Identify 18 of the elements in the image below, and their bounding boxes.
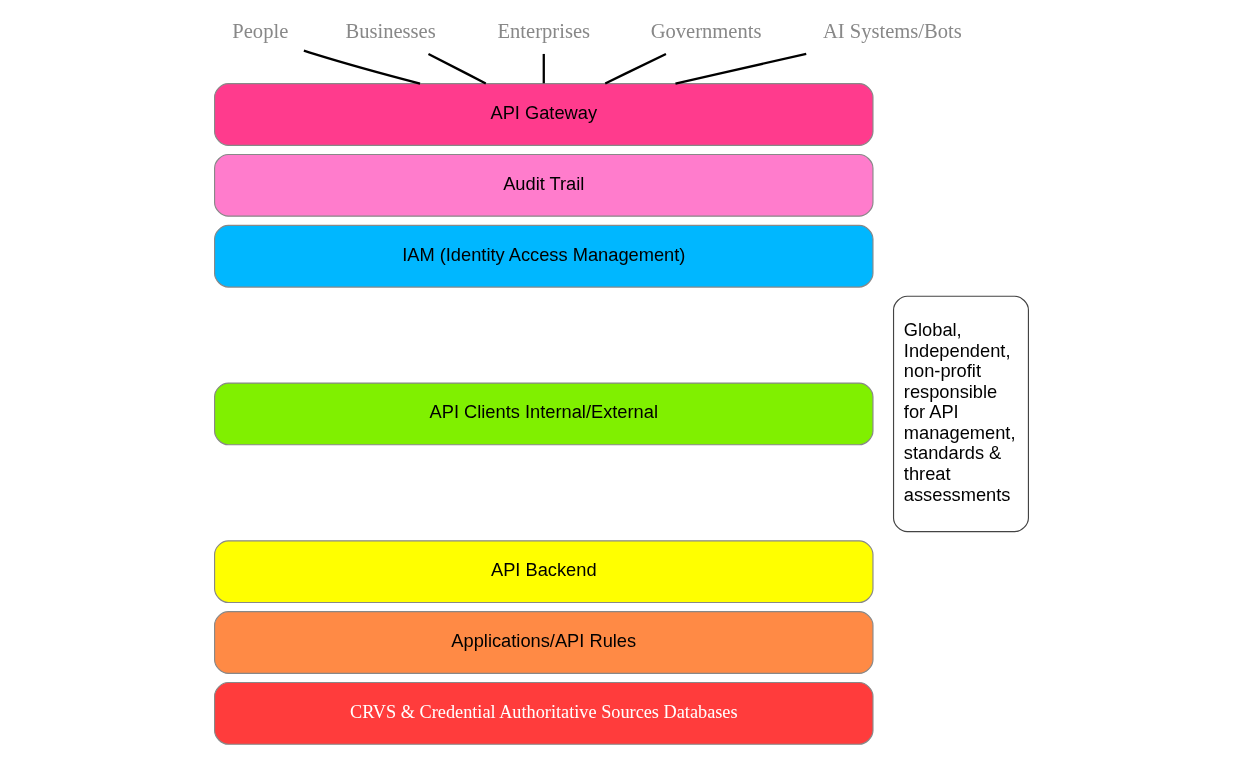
node-text: AI Systems/Bots (822, 20, 962, 43)
node-box: Audit Trail (213, 153, 874, 217)
node-box: CRVS & Credential Authoritative Sources Databases (213, 681, 874, 745)
node-text: Governments (650, 20, 761, 43)
node-box: IAM (Identity Access Management) (213, 224, 874, 288)
connector (542, 53, 545, 84)
connector (604, 52, 666, 85)
node-box: Global, Independent, non-profit responsible for API management, standards & threat assessments (892, 295, 1029, 533)
node-box: API Gateway (213, 83, 874, 146)
node-box: API Backend (213, 540, 874, 604)
node-text: Enterprises (497, 20, 590, 43)
node-text: Businesses (344, 20, 436, 43)
connector (303, 49, 420, 85)
connector (674, 52, 806, 85)
node-text: People (231, 20, 288, 43)
connector (427, 52, 486, 85)
node-box: API Clients Internal/External (213, 382, 874, 446)
node-box: Applications/API Rules (213, 611, 874, 674)
